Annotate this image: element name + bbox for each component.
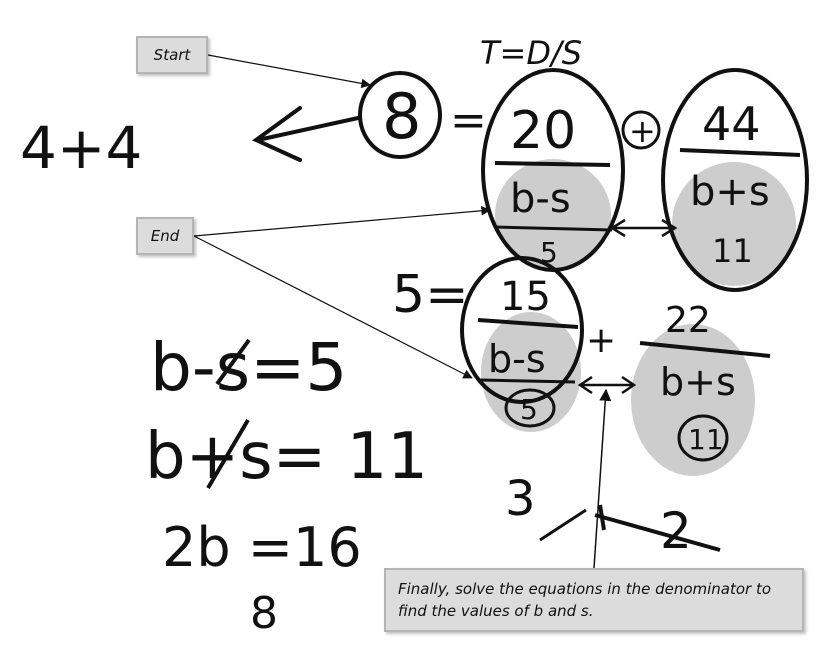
denominator-text: b-s — [510, 176, 571, 222]
denominator-bar — [479, 378, 576, 384]
fraction-bar — [679, 148, 801, 157]
denominator-text: b-s — [488, 337, 546, 381]
strike-mark — [539, 508, 587, 542]
sum-equation: 2b =16 — [162, 516, 362, 579]
end-label: End — [136, 217, 194, 255]
eight-circle — [358, 71, 442, 159]
equals-sign: = — [450, 95, 487, 146]
denominator-text: b+s — [690, 169, 770, 215]
denominator-value-text: 5 — [540, 236, 558, 269]
formula-text: T=D/S — [480, 34, 582, 72]
lhs-text: 5= — [392, 265, 469, 325]
value-circle — [504, 388, 556, 428]
system-equation-2: b+s= 11 — [145, 420, 428, 494]
connector-end-top — [193, 205, 491, 237]
plus-circle — [621, 110, 661, 150]
highlight-circle — [672, 162, 796, 286]
denominator-text: b+s — [660, 360, 736, 404]
numerator-text: 22 — [665, 300, 711, 341]
plus-sign: + — [629, 112, 656, 150]
fraction-loop — [661, 68, 809, 292]
note-callout: Finally, solve the equations in the deno… — [384, 568, 804, 632]
highlight-circle — [631, 324, 755, 476]
numerator-text: 15 — [500, 274, 551, 320]
strike-mark — [206, 418, 250, 490]
connector-note — [593, 388, 612, 569]
connector-end-bottom — [193, 235, 473, 379]
three-text: 3 — [505, 471, 536, 527]
start-label: Start — [136, 36, 208, 74]
double-arrow — [609, 218, 678, 238]
hand-arrow — [252, 106, 360, 162]
strike-mark — [215, 338, 251, 386]
fraction-bar — [494, 161, 611, 167]
plus-stroke — [594, 513, 721, 552]
highlight-circle — [495, 159, 611, 271]
denominator-bar — [494, 225, 613, 232]
double-arrow — [577, 375, 637, 395]
plus-stroke — [598, 504, 606, 531]
two-text: 2 — [660, 502, 692, 560]
numerator-text: 20 — [510, 101, 576, 161]
value-circle — [677, 414, 729, 462]
result-text: 8 — [250, 588, 278, 639]
four-plus-four-text: 4+4 — [20, 114, 142, 182]
fraction-bar — [639, 341, 771, 358]
denominator-value-text: 5 — [520, 393, 538, 426]
numerator-text: 44 — [702, 97, 761, 151]
connector-start — [207, 54, 371, 89]
eight-text: 8 — [382, 80, 421, 153]
fraction-loop — [460, 256, 584, 404]
fraction-bar — [477, 318, 579, 329]
denominator-value-text: 11 — [712, 232, 753, 270]
plus-sign: + — [586, 320, 616, 361]
denominator-value-text: 11 — [688, 423, 724, 456]
system-equation-1: b-s=5 — [150, 329, 347, 406]
